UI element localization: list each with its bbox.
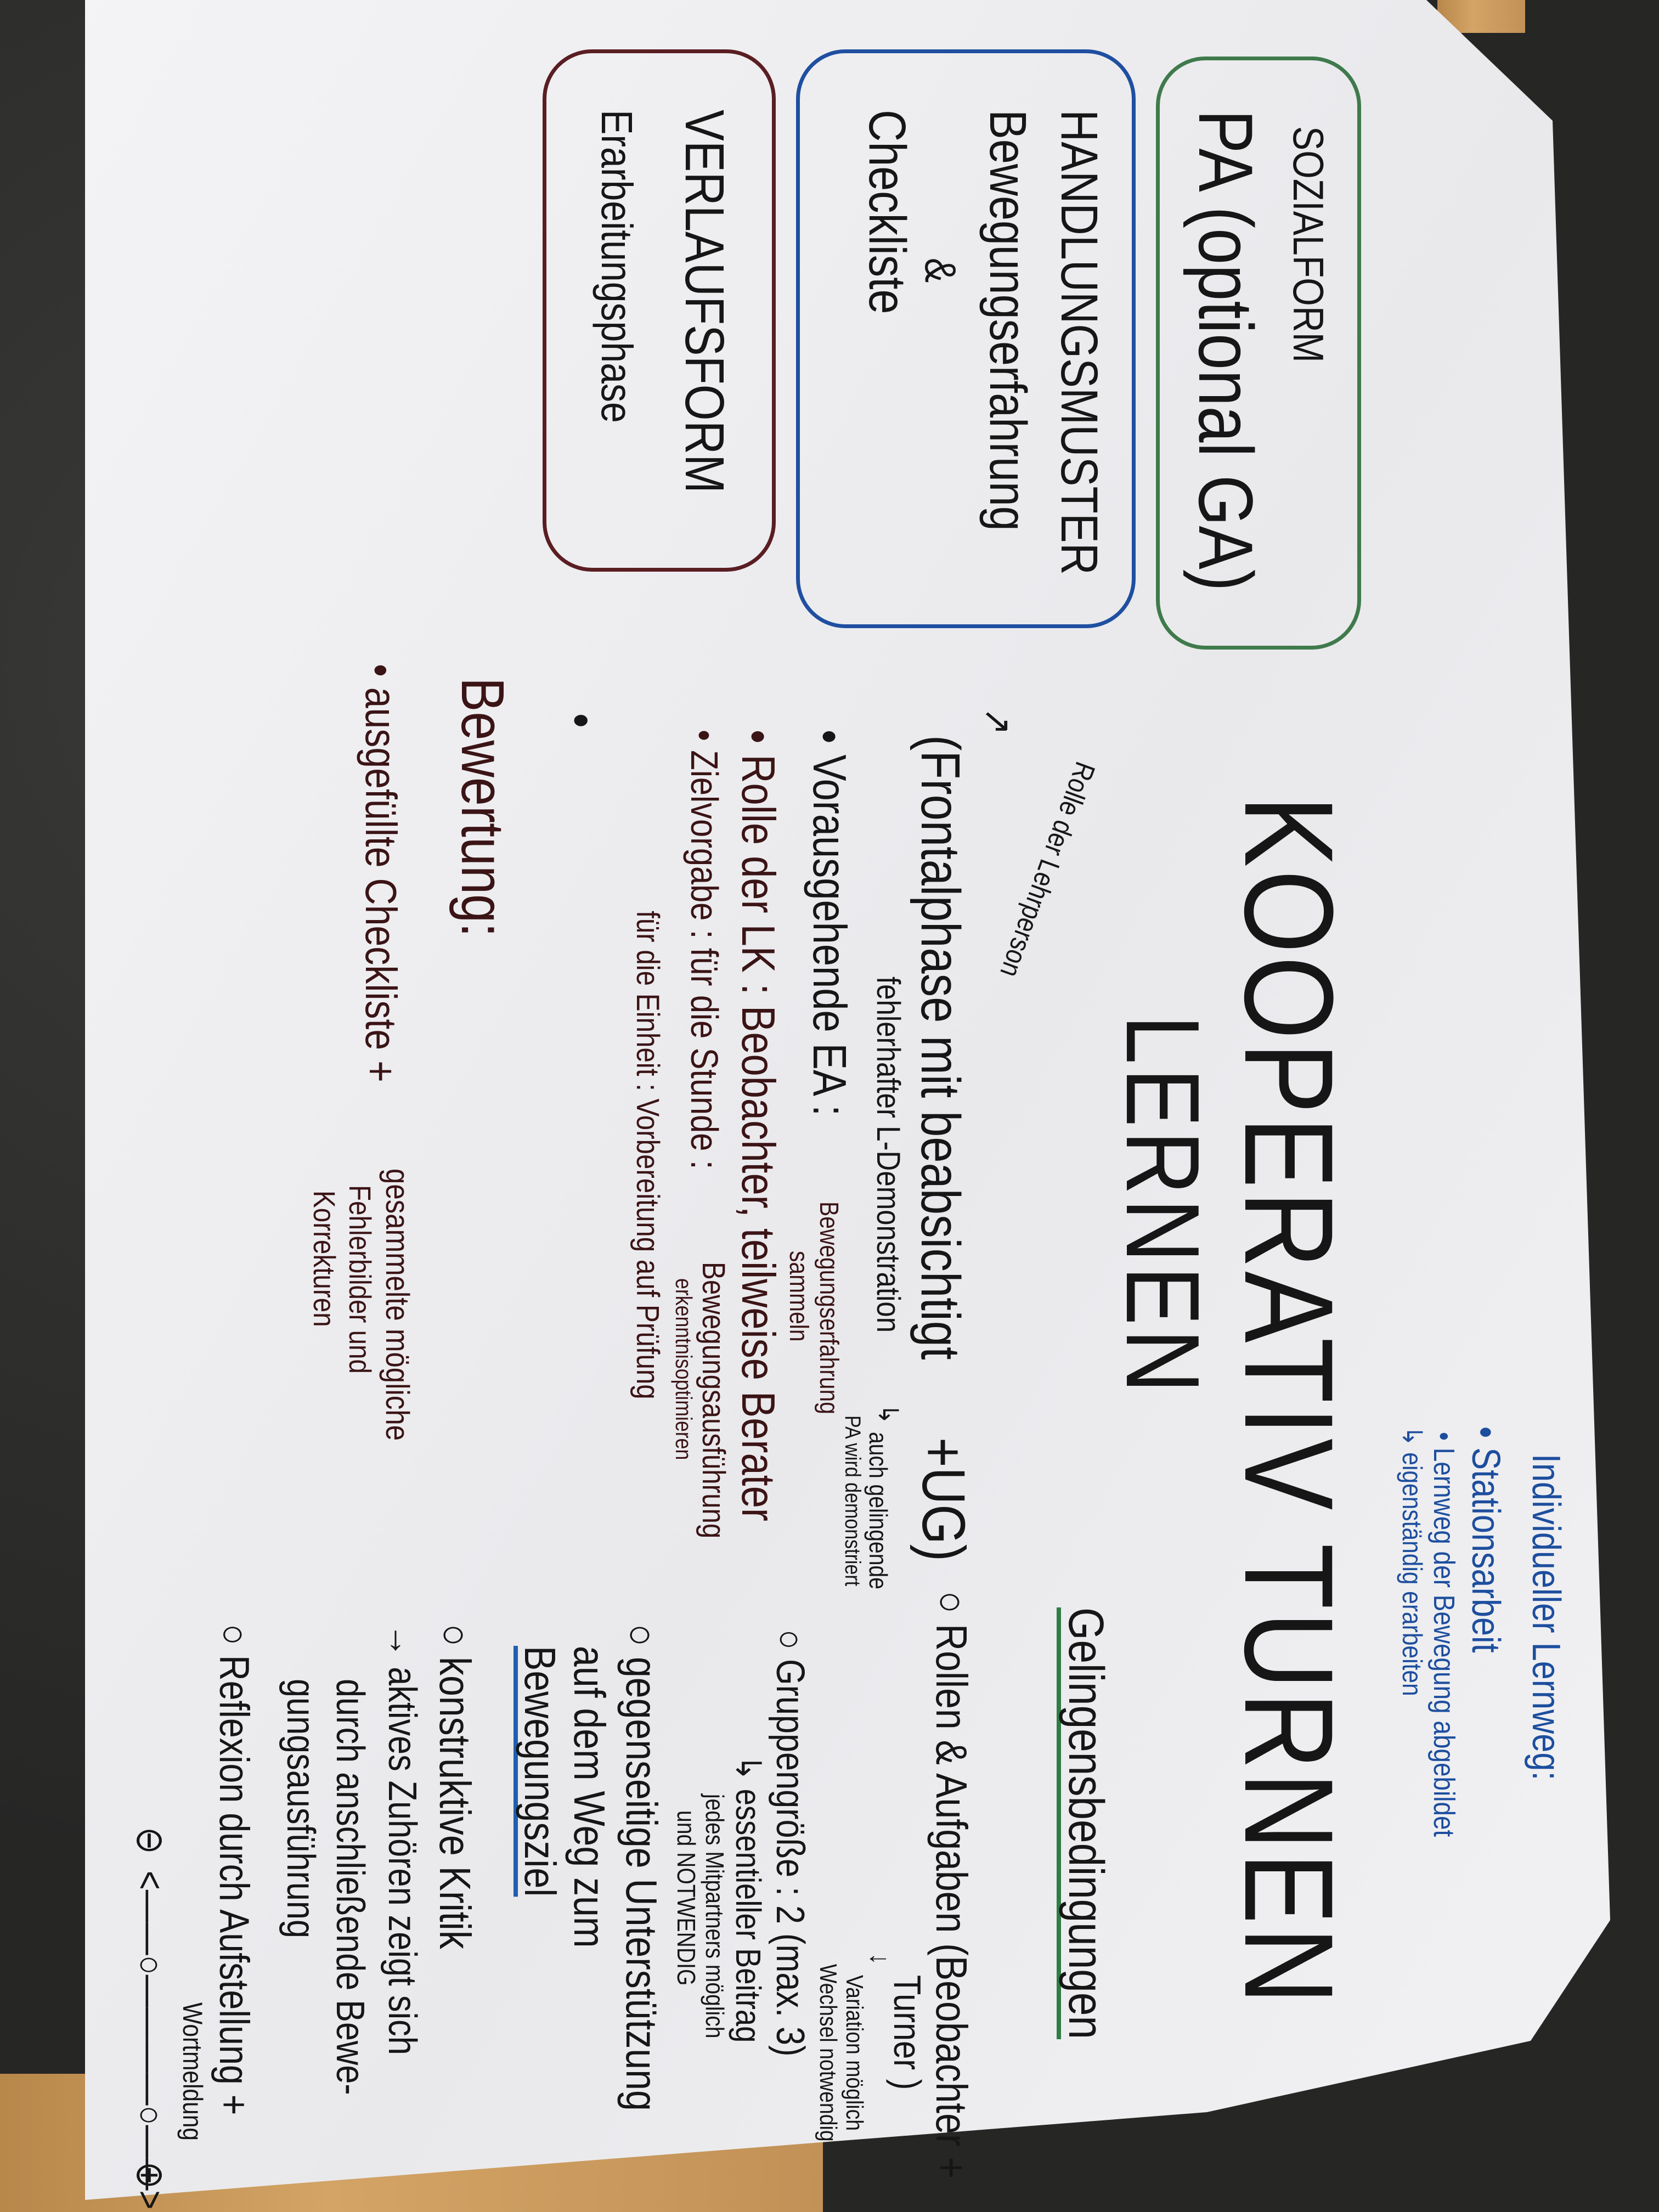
handlungsmuster-heading: HANDLUNGSMUSTER xyxy=(1050,110,1108,575)
bewertung-detail2: Fehlerbilder und xyxy=(343,1185,377,1374)
frontal-sub: fehlerhafter L-Demonstration xyxy=(870,977,907,1333)
ziel-detail1: Bewegungsausführung xyxy=(696,1262,731,1539)
bewertung-detail1: gesammelte mögliche xyxy=(379,1169,416,1441)
frontal-note2: PA wird demonstriert xyxy=(840,1415,865,1587)
handlungsmuster-line2: & xyxy=(916,258,965,283)
sozialform-heading: SOZIALFORM xyxy=(1284,126,1333,363)
gelingen-rollen-note1: Variation möglich xyxy=(841,1975,868,2131)
scale-plus-icon: ⊕ xyxy=(129,2162,172,2189)
role-note: Rolle der Lehrperson xyxy=(994,758,1101,981)
gelingen-rollen2: Turner ) xyxy=(886,1975,929,2090)
frontal-note1: auch gelingende xyxy=(864,1432,893,1589)
ziel-item: • Zielvorgabe : für die Stunde : xyxy=(683,730,726,1170)
gelingen-kritik-note2: durch anschließende Bewe- xyxy=(328,1679,372,2095)
bewertung-detail3: Korrekturen xyxy=(307,1190,342,1327)
gelingen-rollen-arrow-icon: ↓ xyxy=(865,1953,895,1965)
individual-heading: Individueller Lernweg: xyxy=(1524,1454,1568,1781)
frontal-phase: (Frontalphase mit beabsichtigt xyxy=(910,735,971,1360)
gelingen-unterstuetzung3: Bewegungsziel xyxy=(514,1646,565,1897)
gelingen-rollen: ○ Rollen & Aufgaben (Beobachter + xyxy=(927,1591,976,2179)
ea-detail1: Bewegungserfahrung xyxy=(814,1201,843,1414)
scale-line: <——○————○——> xyxy=(129,1871,172,2210)
gelingen-kritik-note3: gungsausführung xyxy=(279,1679,323,1938)
ea-item: • Vorausgehende EA : xyxy=(803,730,855,1116)
ziel-detail2: erkenntnisoptimieren xyxy=(671,1278,697,1460)
bewertung-item: • ausgefüllte Checkliste + xyxy=(357,664,405,1082)
gelingen-gruppe: ○ Gruppengröße : 2 (max. 3) xyxy=(768,1629,812,2057)
frontal-end: +UG) xyxy=(910,1437,977,1561)
frontal-note-arrow-icon: ↳ xyxy=(873,1404,904,1424)
handlungsmuster-line3: Checkliste xyxy=(858,110,916,314)
gelingen-gruppe-note1: ↳ essentieller Beitrag xyxy=(729,1756,768,2043)
scale-minus-icon: ⊖ xyxy=(129,1827,172,1854)
handlungsmuster-line1: Bewegungserfahrung xyxy=(979,110,1037,531)
gelingen-unterstuetzung1: ○ gegenseitige Unterstützung xyxy=(617,1624,666,2111)
verlaufsform-heading: VERLAUFSFORM xyxy=(674,110,735,493)
sozialform-value: PA (optional GA) xyxy=(1183,110,1269,591)
individual-item2: • Lernweg der Bewegung abgebildet xyxy=(1427,1432,1460,1837)
lk-item: • Rolle der LK : Beobachter, teilweise B… xyxy=(732,730,784,1521)
gelingen-heading: Gelingensbedingungen xyxy=(1057,1607,1113,2039)
ea-detail2: sammeln xyxy=(784,1251,813,1342)
title-line1: KOOPERATIV TURNEN xyxy=(1218,795,1359,2007)
gelingen-kritik-note1: → aktives Zuhören zeigt sich xyxy=(380,1624,424,2055)
gelingen-kritik: ○ konstruktive Kritik xyxy=(431,1624,479,1949)
gelingen-reflexion: ○ Reflexion durch Aufstellung + xyxy=(211,1624,257,2115)
empty-bullet: • xyxy=(554,713,608,728)
gelingen-gruppe-note3: und NOTWENDIG xyxy=(672,1810,701,1986)
role-arrow-icon: ↗ xyxy=(977,708,1019,735)
gelingen-reflexion2: Wortmeldung xyxy=(177,2002,208,2141)
verlaufsform-value: Erarbeitungsphase xyxy=(592,110,641,423)
bewertung-heading: Bewertung: xyxy=(449,678,516,937)
gelingen-gruppe-note2: jedes Mitpartners möglich xyxy=(701,1794,729,2039)
einheit-item: für die Einheit : Vorbereitung auf Prüfu… xyxy=(630,911,665,1400)
individual-item1: • Stationsarbeit xyxy=(1464,1426,1508,1653)
gelingen-unterstuetzung2: auf dem Weg zum xyxy=(565,1646,614,1948)
verlaufsform-box xyxy=(543,49,776,572)
individual-item3: ↳ eigenständig erarbeiten xyxy=(1397,1426,1427,1696)
gelingen-rollen-note2: Wechsel notwendig xyxy=(815,1964,842,2142)
title-line2: LERNEN xyxy=(1104,1015,1221,1397)
